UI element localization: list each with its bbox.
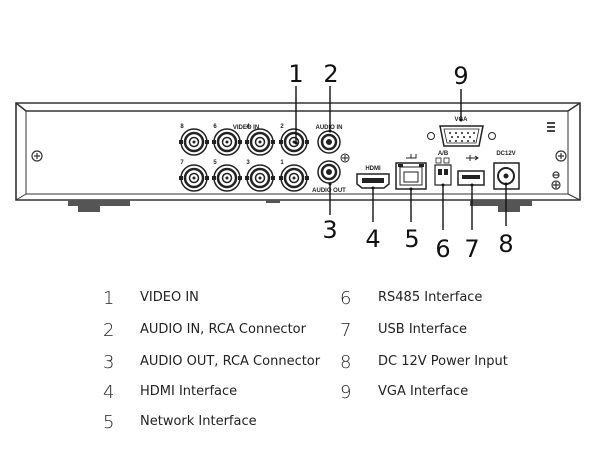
callout-9: 9 — [453, 62, 468, 90]
audio-in-connector — [317, 130, 341, 154]
bnc-port-number: 6 — [213, 124, 217, 130]
legend-label: AUDIO IN, RCA Connector — [140, 322, 306, 337]
bnc-connector — [279, 128, 309, 156]
dc12v-panel-label: DC12V — [496, 151, 515, 157]
bnc-port-number: 3 — [246, 160, 250, 166]
legend-num: 2 — [103, 320, 115, 341]
bnc-port-number: 2 — [280, 124, 284, 130]
audio-out-connector — [317, 160, 341, 184]
callout-5: 5 — [404, 225, 419, 253]
video-in-panel-label: VIDEO IN — [233, 125, 259, 131]
callout-lines — [295, 86, 507, 230]
usb-port — [457, 155, 485, 186]
legend-label: VGA Interface — [378, 384, 469, 399]
vent-grille — [547, 122, 555, 132]
bnc-connector — [245, 164, 275, 192]
bnc-connector — [212, 128, 242, 156]
callout-3: 3 — [322, 216, 337, 244]
bnc-connector — [212, 164, 242, 192]
vga-port — [427, 125, 496, 147]
bnc-connector — [279, 164, 309, 192]
bnc-port-number: 1 — [280, 160, 284, 166]
ground-icon — [552, 171, 560, 179]
bnc-port-number: 7 — [180, 160, 184, 166]
callout-4: 4 — [365, 225, 380, 253]
legend-num: 6 — [340, 288, 352, 309]
legend-num: 8 — [340, 352, 352, 373]
callout-1: 1 — [288, 60, 303, 88]
bnc-connector — [179, 128, 209, 156]
callout-numbers: 1 2 3 4 5 6 7 8 9 — [288, 60, 513, 263]
side-screws — [31, 150, 567, 190]
legend-num: 9 — [340, 382, 352, 403]
callout-ticks — [294, 118, 508, 191]
dvr-rear-panel-diagram: 8 6 4 2 7 5 3 1 VIDEO IN AUDIO IN AUDIO OUT HDM… — [15, 60, 581, 263]
earth-screw — [340, 153, 350, 163]
hdmi-port — [356, 173, 390, 189]
bnc-connector — [245, 128, 275, 156]
legend-label: VIDEO IN — [140, 290, 199, 305]
legend-num: 7 — [340, 320, 352, 341]
legend-label: RS485 Interface — [378, 290, 483, 305]
legend-label: HDMI Interface — [140, 384, 238, 399]
legend-num: 1 — [103, 288, 115, 309]
callout-7: 7 — [464, 235, 479, 263]
legend-label: DC 12V Power Input — [378, 354, 508, 369]
bnc-port-number: 8 — [180, 124, 184, 130]
hdmi-panel-label: HDMI — [365, 166, 381, 172]
audio-in-panel-label: AUDIO IN — [316, 125, 343, 131]
legend-num: 5 — [103, 412, 115, 433]
legend-label: Network Interface — [140, 414, 257, 429]
legend-label: AUDIO OUT, RCA Connector — [140, 354, 321, 369]
audio-out-panel-label: AUDIO OUT — [312, 188, 346, 194]
bnc-port-number: 5 — [213, 160, 217, 166]
callout-8: 8 — [498, 230, 513, 258]
bnc-port-number: 4 — [246, 124, 250, 130]
bnc-connector — [179, 164, 209, 192]
video-in-connectors: 8 6 4 2 7 5 3 1 — [179, 124, 309, 192]
network-port — [395, 154, 427, 190]
feet — [68, 200, 532, 212]
legend-label: USB Interface — [378, 322, 468, 337]
legend-num: 4 — [103, 382, 115, 403]
rs485-panel-label: A/B — [438, 151, 449, 157]
callout-2: 2 — [323, 60, 338, 88]
callout-6: 6 — [435, 235, 450, 263]
legend-num: 3 — [103, 352, 115, 373]
